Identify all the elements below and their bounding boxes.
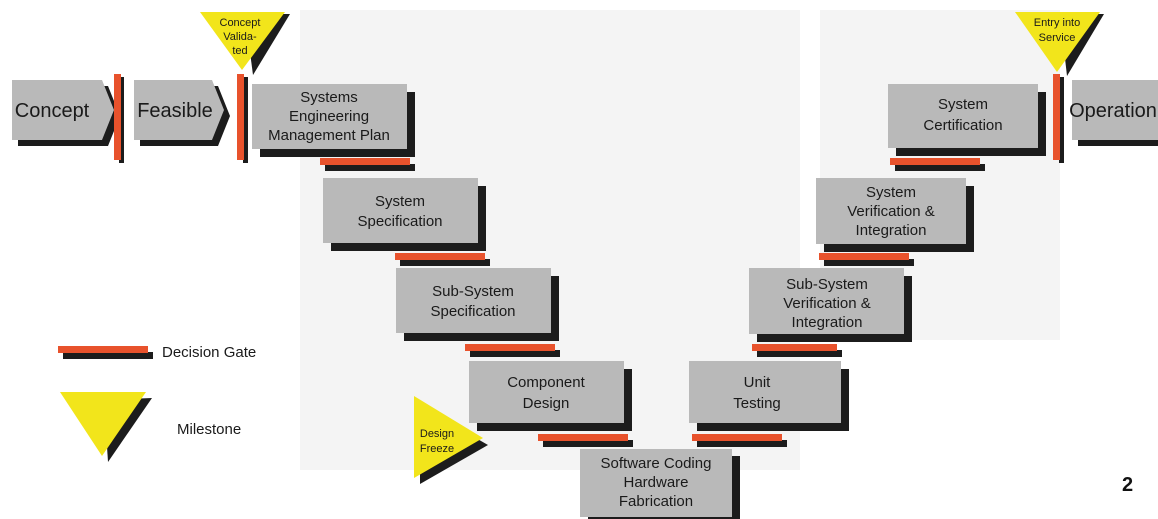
phase-arrow-feasible: Feasible bbox=[134, 80, 230, 146]
decision-gate-coding-unit bbox=[692, 434, 787, 447]
box-text-semp-2: Engineering bbox=[289, 108, 369, 125]
decision-gate-cert-operation bbox=[1053, 74, 1064, 163]
box-unit-testing: Unit Testing bbox=[689, 361, 849, 431]
box-text-sys-spec-1: System bbox=[375, 193, 425, 210]
box-text-unit-testing-1: Unit bbox=[744, 374, 772, 391]
milestone-text-concept-validated-3: ted bbox=[232, 45, 247, 57]
legend: Decision Gate Milestone bbox=[58, 344, 256, 462]
decision-gate-semp-sysspec bbox=[320, 158, 415, 171]
box-text-software-coding-1: Software Coding bbox=[601, 455, 712, 472]
legend-decision-gate-symbol bbox=[58, 346, 153, 359]
milestone-text-design-freeze-1: Design bbox=[420, 428, 454, 440]
legend-milestone-symbol bbox=[60, 392, 152, 462]
box-text-component-design-1: Component bbox=[507, 374, 585, 391]
box-text-semp-1: Systems bbox=[300, 89, 358, 106]
phase-label-concept: Concept bbox=[15, 100, 90, 122]
box-software-coding-hardware-fabrication: Software Coding Hardware Fabrication bbox=[580, 449, 740, 519]
box-text-unit-testing-2: Testing bbox=[733, 395, 781, 412]
box-text-subsys-vi-3: Integration bbox=[792, 314, 863, 331]
box-text-subsys-spec-2: Specification bbox=[430, 303, 515, 320]
box-text-sys-vi-2: Verification & bbox=[847, 203, 935, 220]
box-text-software-coding-3: Fabrication bbox=[619, 493, 693, 510]
box-text-subsys-spec-1: Sub-System bbox=[432, 283, 514, 300]
milestone-concept-validated: Concept Valida- ted bbox=[200, 12, 290, 75]
legend-milestone-label: Milestone bbox=[177, 421, 241, 438]
decision-gate-feasible-semp bbox=[237, 74, 248, 163]
milestone-design-freeze: Design Freeze bbox=[414, 396, 488, 484]
phase-label-operation: Operation bbox=[1069, 100, 1157, 122]
milestone-text-entry-1: Entry into bbox=[1034, 17, 1080, 29]
box-systems-engineering-management-plan: Systems Engineering Management Plan bbox=[252, 84, 415, 157]
box-sub-system-verification-integration: Sub-System Verification & Integration bbox=[749, 268, 912, 342]
box-text-semp-3: Management Plan bbox=[268, 127, 390, 144]
milestone-text-concept-validated-1: Concept bbox=[220, 17, 261, 29]
box-text-subsys-vi-2: Verification & bbox=[783, 295, 871, 312]
box-sub-system-specification: Sub-System Specification bbox=[396, 268, 559, 341]
box-text-sys-cert-2: Certification bbox=[923, 117, 1002, 134]
box-text-sys-vi-3: Integration bbox=[856, 222, 927, 239]
decision-gate-subsysvi-sysvi bbox=[819, 253, 914, 266]
milestone-text-entry-2: Service bbox=[1039, 32, 1076, 44]
box-text-sys-vi-1: System bbox=[866, 184, 916, 201]
phase-label-feasible: Feasible bbox=[137, 100, 213, 122]
decision-gate-subsys-component bbox=[465, 344, 560, 357]
decision-gate-sysvi-cert bbox=[890, 158, 985, 171]
box-text-subsys-vi-1: Sub-System bbox=[786, 276, 868, 293]
decision-gates-horizontal bbox=[320, 158, 985, 447]
decision-gate-sysspec-subsys bbox=[395, 253, 490, 266]
page-number: 2 bbox=[1122, 474, 1134, 496]
box-system-certification: System Certification bbox=[888, 84, 1046, 156]
decision-gate-component-coding bbox=[538, 434, 633, 447]
milestone-text-concept-validated-2: Valida- bbox=[223, 31, 257, 43]
phase-arrow-concept: Concept bbox=[12, 80, 120, 146]
box-text-software-coding-2: Hardware bbox=[623, 474, 688, 491]
decision-gate-unit-subsysvi bbox=[752, 344, 842, 357]
milestone-entry-into-service: Entry into Service bbox=[1015, 12, 1104, 76]
legend-decision-gate-label: Decision Gate bbox=[162, 344, 256, 361]
box-text-sys-spec-2: Specification bbox=[357, 213, 442, 230]
box-system-verification-integration: System Verification & Integration bbox=[816, 178, 974, 252]
decision-gate-concept-feasible bbox=[114, 74, 124, 163]
phase-arrow-operation: Operation bbox=[1069, 80, 1158, 146]
box-text-sys-cert-1: System bbox=[938, 96, 988, 113]
milestone-text-design-freeze-2: Freeze bbox=[420, 443, 454, 455]
box-system-specification: System Specification bbox=[323, 178, 486, 251]
box-component-design: Component Design bbox=[469, 361, 632, 431]
box-text-component-design-2: Design bbox=[523, 395, 570, 412]
